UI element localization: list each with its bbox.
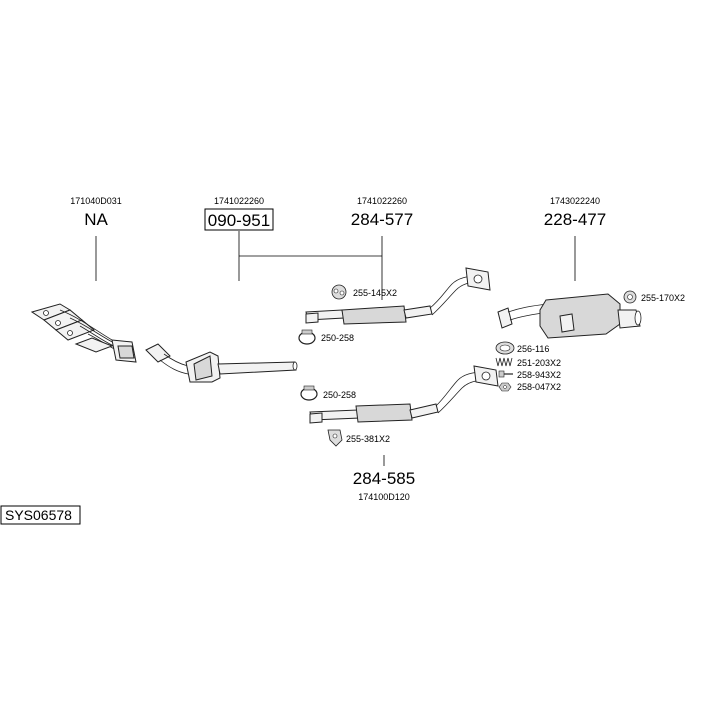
rubber-hanger-icon [327,429,343,447]
clamp-icon [300,385,318,401]
accessory-255-170x2: 255-170X2 [623,290,685,304]
center-silencer-lower-drawing [309,365,499,424]
accessory-255-381x2: 255-381X2 [327,429,390,447]
accessory-code-label: 256-116 [517,344,549,354]
section-284-585: 284-585 174100D120 [353,455,415,502]
exhaust-manifold-drawing [30,303,137,363]
accessory-code-label: 255-145X2 [353,288,397,298]
rubber-hanger-icon [331,284,347,300]
rubber-hanger-icon [623,290,637,304]
clamp-icon [298,329,316,345]
spring-icon [495,357,513,367]
system-id-box [0,505,81,525]
section-284-577: 1741022260 284-577 [351,196,413,300]
section-090-951: 1741022260 090-951 [204,196,382,281]
accessory-250-258-upper: 250-258 [298,329,354,345]
system-id: SYS06578 [0,505,81,525]
accessory-251-203x2: 251-203X2 [495,357,561,368]
rear-silencer-drawing [497,293,642,339]
accessory-code-label: 250-258 [321,333,354,343]
oe-number-label: 1741022260 [357,196,407,206]
accessory-code-label: 258-943X2 [517,370,561,380]
accessory-256-116: 256-116 [495,341,549,355]
part-number-label: 090-951 [208,211,270,230]
accessory-code-label: 251-203X2 [517,358,561,368]
accessory-258-047x2: 258-047X2 [498,382,561,392]
part-number-label: NA [84,210,108,229]
system-id-label: SYS06578 [5,507,72,523]
accessory-code-label: 255-381X2 [346,434,390,444]
front-pipe-catalyst-drawing [145,343,298,383]
part-number-label: 284-585 [353,469,415,488]
accessory-250-258-lower: 250-258 [300,385,356,401]
accessory-code-label: 250-258 [323,390,356,400]
part-number-box [204,208,274,231]
bolt-icon [498,370,513,378]
accessory-code-label: 255-170X2 [641,293,685,303]
oe-number-label: 171040D031 [70,196,122,206]
accessory-255-145x2: 255-145X2 [331,284,397,300]
oe-number-label: 1743022240 [550,196,600,206]
section-228-477: 1743022240 228-477 [544,196,606,281]
part-number-label: 284-577 [351,210,413,229]
part-number-label: 228-477 [544,210,606,229]
oe-number-label: 174100D120 [358,492,410,502]
center-silencer-upper-drawing [305,267,491,325]
nut-icon [498,382,512,392]
accessory-258-943x2: 258-943X2 [498,370,561,380]
oe-number-label: 1741022260 [214,196,264,206]
accessory-code-label: 258-047X2 [517,382,561,392]
gasket-ring-icon [495,341,515,355]
section-na: 171040D031 NA [70,196,122,281]
